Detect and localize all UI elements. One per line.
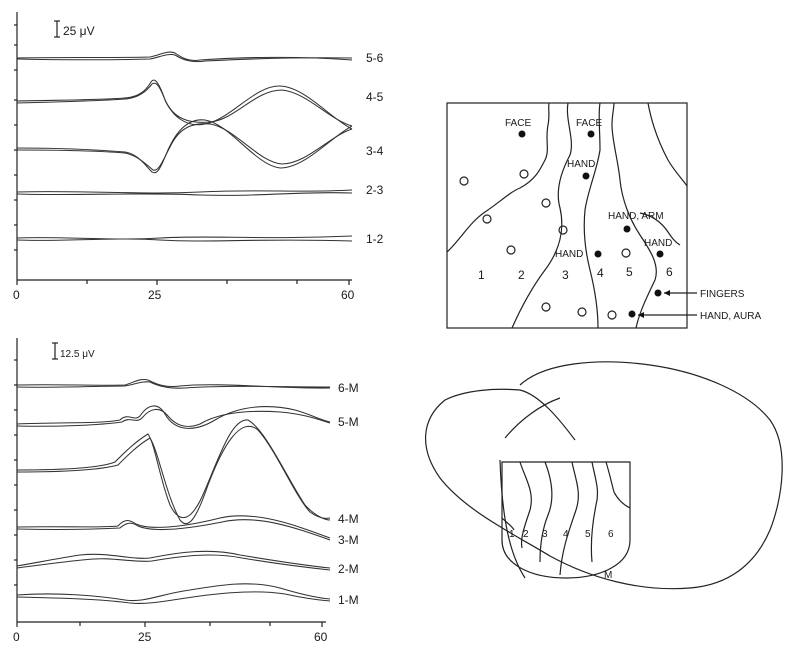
map-zone-5: 5 bbox=[626, 265, 633, 279]
trace-6-M bbox=[16, 378, 331, 389]
sulcus-line bbox=[504, 397, 561, 439]
map-zone-3: 3 bbox=[562, 268, 569, 282]
map-zone-4: 4 bbox=[597, 266, 604, 280]
brain-zone-3: 3 bbox=[542, 529, 548, 540]
site-label-hand-lower: HAND bbox=[555, 249, 583, 260]
top-trace-panel: 25 μV 0 25 60 bbox=[13, 12, 384, 302]
top-scale-label: 25 μV bbox=[63, 24, 95, 38]
top-y-ticks bbox=[14, 24, 17, 251]
site-label-face-left: FACE bbox=[505, 118, 531, 129]
brain-diagram: 1 2 3 4 5 6 M bbox=[425, 361, 783, 590]
site-label-face-right: FACE bbox=[576, 118, 602, 129]
brain-label-m: M bbox=[604, 570, 612, 581]
map-zone-1: 1 bbox=[478, 268, 485, 282]
channel-label-3-M: 3-M bbox=[338, 533, 359, 547]
channel-label-5-M: 5-M bbox=[338, 415, 359, 429]
bottom-trace-panel: 12.5 μV 0 25 60 bbox=[13, 338, 359, 644]
trace-1-M bbox=[16, 583, 331, 604]
trace-4-M bbox=[16, 419, 331, 525]
trace-5-M bbox=[16, 405, 331, 429]
trace-1-2 bbox=[16, 235, 353, 242]
channel-label-6-M: 6-M bbox=[338, 381, 359, 395]
top-xtick-60: 60 bbox=[341, 288, 355, 302]
bottom-xtick-25: 25 bbox=[138, 630, 152, 644]
brain-zone-2: 2 bbox=[523, 529, 529, 540]
open-sites bbox=[459, 169, 631, 320]
channel-label-4-5: 4-5 bbox=[366, 90, 384, 104]
channel-label-2-3: 2-3 bbox=[366, 183, 384, 197]
channel-label-2-M: 2-M bbox=[338, 562, 359, 576]
brain-zone-1: 1 bbox=[509, 529, 515, 540]
trace-5-6 bbox=[16, 51, 353, 63]
trace-3-M bbox=[16, 515, 331, 541]
top-scale-bar: 25 μV bbox=[54, 20, 95, 38]
map-frame bbox=[446, 102, 688, 329]
map-zone-2: 2 bbox=[518, 268, 525, 282]
channel-label-3-4: 3-4 bbox=[366, 144, 384, 158]
bottom-scale-bar: 12.5 μV bbox=[52, 342, 95, 360]
brain-outline bbox=[425, 361, 783, 590]
site-label-hand-right: HAND bbox=[644, 238, 672, 249]
brain-inner-curve bbox=[499, 459, 526, 579]
hand-aura-callout: HAND, AURA bbox=[638, 311, 761, 322]
channel-label-5-6: 5-6 bbox=[366, 51, 384, 65]
trace-3-4 bbox=[16, 119, 353, 174]
bottom-xtick-60: 60 bbox=[314, 630, 328, 644]
bottom-x-ticks bbox=[16, 622, 323, 627]
bottom-scale-label: 12.5 μV bbox=[60, 349, 95, 360]
trace-2-M bbox=[16, 550, 331, 571]
top-x-ticks bbox=[16, 280, 350, 285]
brain-inset-frame bbox=[501, 461, 631, 579]
top-xtick-0: 0 bbox=[13, 288, 20, 302]
bottom-y-ticks bbox=[14, 359, 17, 586]
trace-2-3 bbox=[16, 189, 353, 196]
brain-zone-6: 6 bbox=[608, 529, 614, 540]
channel-label-1-M: 1-M bbox=[338, 593, 359, 607]
channel-label-1-2: 1-2 bbox=[366, 232, 384, 246]
bottom-xtick-0: 0 bbox=[13, 630, 20, 644]
channel-label-4-M: 4-M bbox=[338, 512, 359, 526]
brain-zone-4: 4 bbox=[563, 529, 569, 540]
brain-inset-boundaries bbox=[501, 461, 631, 576]
map-boundaries bbox=[446, 102, 688, 329]
top-xtick-25: 25 bbox=[148, 288, 162, 302]
map-zone-6: 6 bbox=[666, 265, 673, 279]
hand-aura-label: HAND, AURA bbox=[700, 311, 761, 322]
site-label-hand-upper: HAND bbox=[567, 159, 595, 170]
site-label-hand-arm: HAND, ARM bbox=[608, 211, 664, 222]
electrode-site-map: FACE FACE HAND HAND, ARM HAND HAND 1 2 3… bbox=[446, 102, 761, 329]
fingers-callout: FINGERS bbox=[664, 289, 745, 300]
trace-4-5 bbox=[16, 79, 353, 130]
brain-zone-5: 5 bbox=[585, 529, 591, 540]
fingers-label: FINGERS bbox=[700, 289, 745, 300]
responsive-sites bbox=[518, 130, 664, 318]
